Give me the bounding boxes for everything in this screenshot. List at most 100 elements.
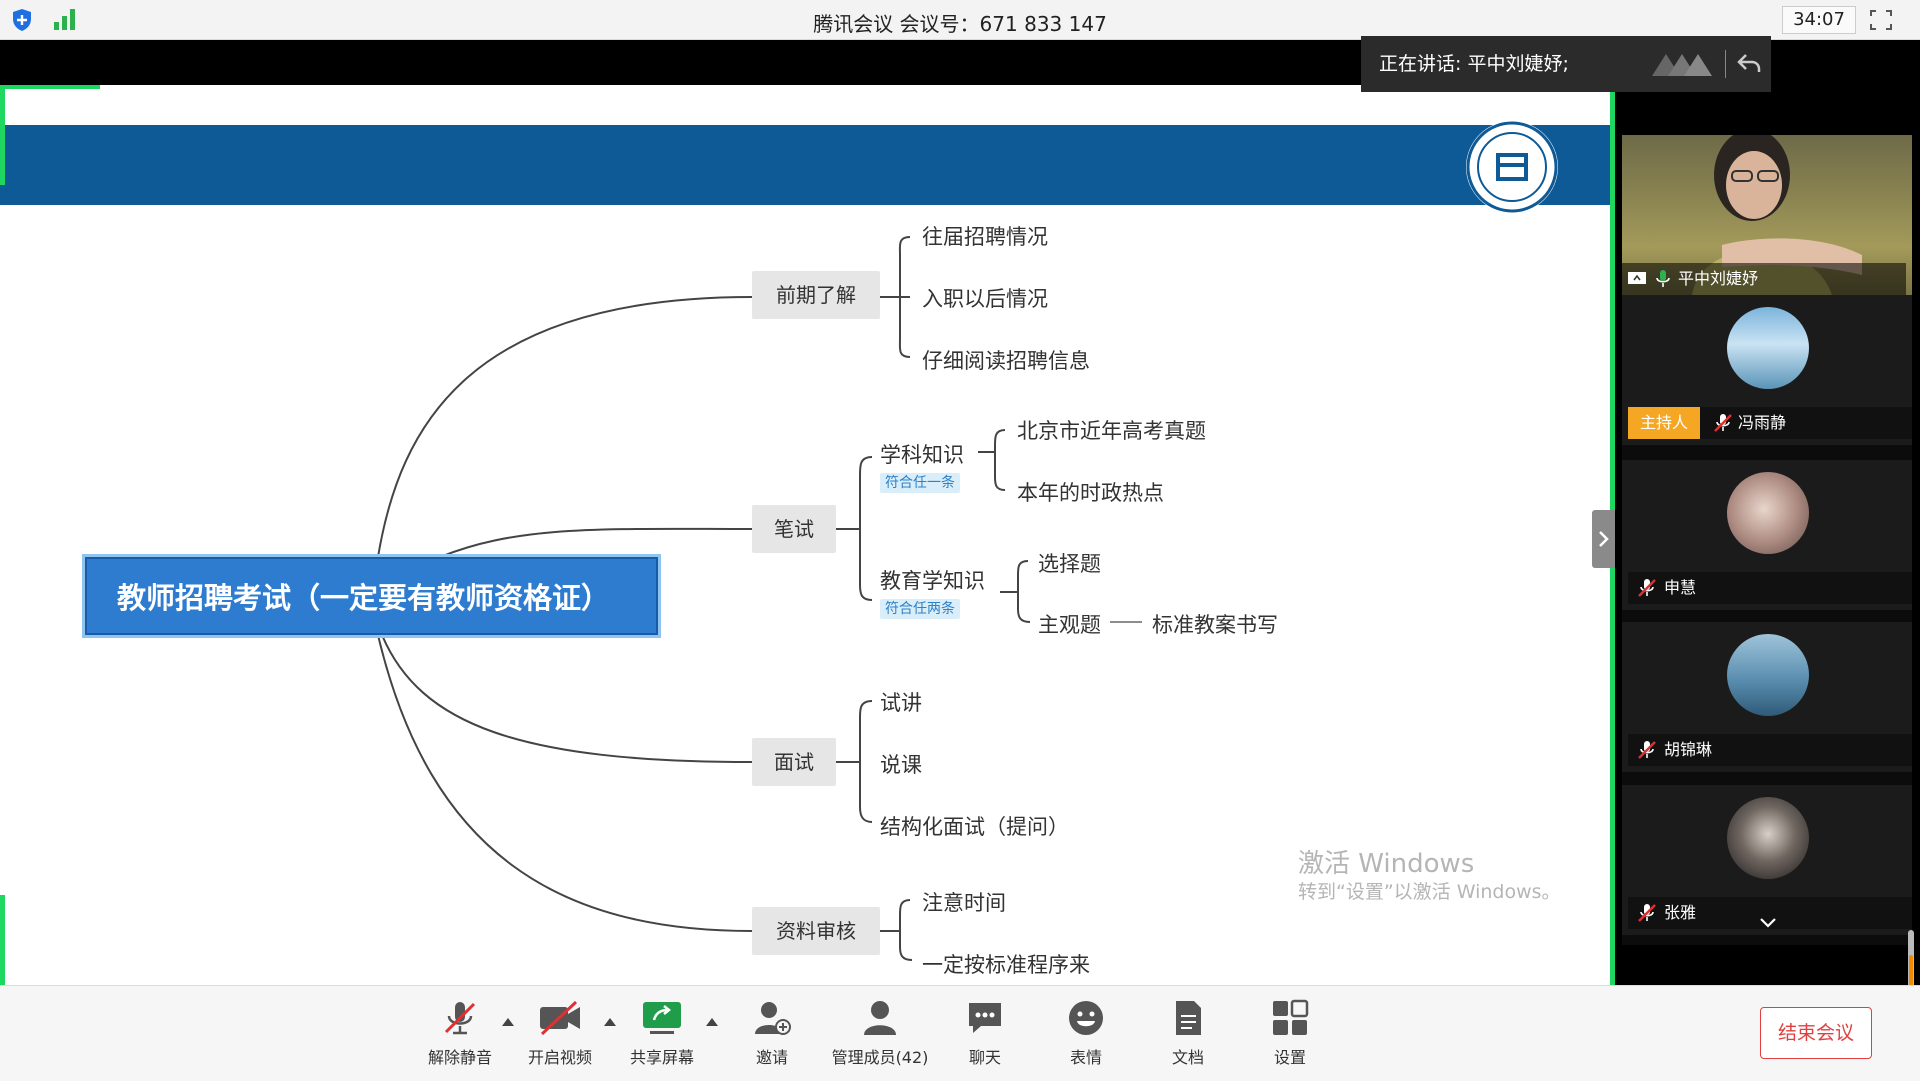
settings-button[interactable]: 设置 [1250,998,1330,1078]
emoji-label: 表情 [1069,1048,1102,1067]
signal-icon[interactable] [52,7,78,31]
host-badge: 主持人 [1628,407,1700,439]
windows-activation-watermark: 激活 Windows [1298,849,1475,879]
mindmap-node-pedagogy: 教育学知识 [880,569,985,593]
video-camera-off-icon [540,1000,580,1036]
share-border-indicator [0,85,100,89]
start-video-button[interactable]: 开启视频 [520,998,600,1078]
participant-name: 申慧 [1664,578,1697,597]
unmute-button[interactable]: 解除静音 [420,998,500,1078]
start-video-label: 开启视频 [527,1048,592,1067]
chat-button[interactable]: 聊天 [945,998,1025,1078]
chevron-right-icon [1599,531,1609,547]
invite-label: 邀请 [755,1048,788,1067]
video-options-caret[interactable] [604,1018,616,1026]
expand-panel-button[interactable] [1592,510,1615,568]
university-logo [1466,121,1558,213]
meeting-toolbar: 解除静音 开启视频 共享屏幕 邀请 管理成员( [0,985,1920,1081]
smiley-icon [1069,1001,1103,1035]
meeting-title: 腾讯会议 会议号：671 833 147 [813,12,1107,36]
emoji-button[interactable]: 表情 [1046,998,1126,1078]
mindmap-tag: 符合任两条 [880,599,960,619]
manage-members-label: 管理成员(42) [831,1048,929,1067]
share-screen-icon [643,1002,681,1034]
add-user-icon [755,1002,791,1035]
share-border-indicator [0,895,5,985]
mindmap-leaf: 试讲 [880,691,922,715]
avatar [1727,797,1809,879]
mindmap-leaf: 说课 [880,753,922,777]
shared-screen-slide: 教师招聘考试（一定要有教师资格证） 前期了解 往届招聘情况 入职以后情况 仔细阅… [0,85,1615,985]
windows-activation-watermark: 转到“设置”以激活 Windows。 [1298,881,1561,903]
title-bar: 腾讯会议 会议号：671 833 147 34:07 [0,0,1920,40]
participant-tile[interactable]: 申慧 [1622,460,1912,610]
fullscreen-icon[interactable] [1868,8,1894,32]
mindmap-leaf: 往届招聘情况 [922,225,1048,249]
participant-name: 张雅 [1664,903,1697,922]
microphone-muted-icon [1638,741,1656,759]
share-border-indicator [0,85,5,185]
mindmap-leaf: 选择题 [1038,552,1101,576]
microphone-muted-icon [1638,904,1656,922]
participant-tile[interactable]: 胡锦琳 [1622,622,1912,772]
meeting-timer: 34:07 [1782,6,1856,34]
chat-label: 聊天 [968,1048,1001,1067]
microphone-muted-icon [1638,579,1656,597]
avatar [1727,472,1809,554]
mindmap-leaf: 主观题 [1038,613,1101,637]
reply-arrow-icon[interactable] [1736,50,1762,76]
mindmap-node-interview: 面试 [752,738,836,786]
share-options-caret[interactable] [706,1018,718,1026]
mindmap-leaf: 一定按标准程序来 [922,953,1090,977]
participant-name: 胡锦琳 [1664,740,1713,759]
participant-tile[interactable]: 主持人 冯雨静 [1622,295,1912,445]
invite-button[interactable]: 邀请 [732,998,812,1078]
share-screen-label: 共享屏幕 [629,1048,694,1067]
mindmap-leaf: 结构化面试（提问） [880,815,1069,839]
mindmap-tag: 符合任一条 [880,473,960,493]
mindmap-central-node: 教师招聘考试（一定要有教师资格证） [85,557,658,635]
documents-button[interactable]: 文档 [1148,998,1228,1078]
unmute-label: 解除静音 [427,1048,492,1067]
document-icon [1176,1001,1201,1035]
participant-name-bar: 申慧 [1628,572,1912,604]
shield-icon[interactable] [10,8,34,32]
microphone-on-icon [1656,270,1670,287]
speaker-indicator-icon [1652,54,1712,76]
grid-settings-icon [1273,999,1309,1035]
mindmap-node-written-exam: 笔试 [752,505,836,553]
participant-name: 平中刘婕妤 [1678,269,1759,288]
participant-panel[interactable]: 平中刘婕妤 主持人 冯雨静 申慧 [1622,135,1912,945]
participant-name: 冯雨静 [1738,413,1787,432]
chevron-down-icon[interactable] [1756,910,1780,934]
manage-members-button[interactable]: 管理成员(42) [820,998,940,1078]
scrollbar-thumb[interactable] [1909,955,1913,1000]
mindmap-leaf: 仔细阅读招聘信息 [922,349,1090,373]
documents-label: 文档 [1171,1048,1204,1067]
mindmap-node-prep: 前期了解 [752,271,880,319]
participant-name-bar: 平中刘婕妤 [1622,263,1906,295]
chat-bubble-icon [969,1003,1001,1033]
mindmap-leaf: 注意时间 [922,891,1006,915]
participant-name-bar: 胡锦琳 [1628,734,1912,766]
mindmap-leaf: 本年的时政热点 [1017,481,1164,505]
mindmap-node-review: 资料审核 [752,907,880,955]
audio-options-caret[interactable] [502,1018,514,1026]
microphone-muted-icon [444,1002,476,1035]
mindmap-leaf: 标准教案书写 [1152,613,1278,637]
end-meeting-button[interactable]: 结束会议 [1760,1007,1872,1059]
settings-label: 设置 [1273,1048,1306,1067]
participant-name-bar: 张雅 [1628,897,1912,929]
avatar [1727,634,1809,716]
mindmap-connectors [377,236,1142,961]
share-screen-button[interactable]: 共享屏幕 [622,998,702,1078]
mindmap-leaf: 入职以后情况 [922,287,1048,311]
participant-tile[interactable]: 张雅 [1622,785,1912,935]
members-icon [864,1001,896,1035]
participant-tile[interactable]: 平中刘婕妤 [1622,135,1912,295]
avatar [1727,307,1809,389]
screen-share-icon [1628,272,1646,284]
divider [1725,50,1726,78]
mindmap-node-subject-knowledge: 学科知识 [880,443,964,467]
microphone-muted-icon [1714,414,1732,432]
